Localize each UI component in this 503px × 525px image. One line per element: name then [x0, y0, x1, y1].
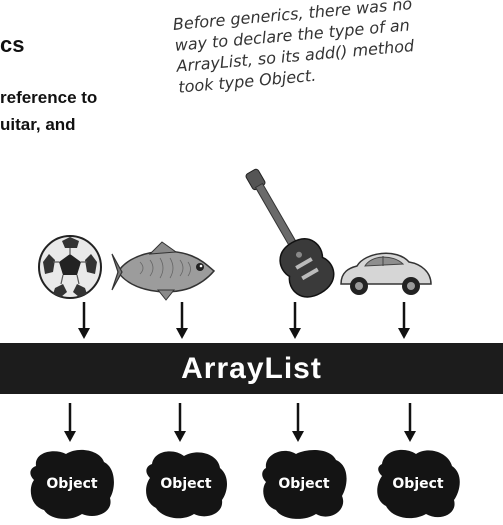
down-arrow-icon: [176, 302, 188, 339]
fish-icon: [111, 241, 216, 301]
body-text-line-1: reference to: [0, 88, 98, 107]
down-arrow-icon: [78, 302, 90, 339]
arraylist-bar: ArrayList: [0, 343, 503, 394]
object-blob-2: [146, 451, 227, 519]
down-arrow-icon: [174, 403, 186, 442]
down-arrow-icon: [404, 403, 416, 442]
down-arrow-icon: [292, 403, 304, 442]
down-arrow-icon: [64, 403, 76, 442]
handwritten-annotation: Before generics, there was no way to dec…: [172, 0, 503, 144]
soccer-ball-icon: [38, 235, 102, 299]
object-label: Object: [278, 476, 330, 492]
object-blob-3: [262, 450, 347, 519]
object-blob-1: [30, 449, 114, 519]
object-label: Object: [160, 476, 212, 492]
arraylist-label: ArrayList: [181, 351, 322, 385]
guitar-icon: [245, 168, 335, 298]
section-heading-fragment: cs: [0, 32, 25, 57]
object-blob-4: [377, 449, 460, 519]
down-arrow-icon: [289, 302, 301, 339]
car-icon: [340, 252, 432, 295]
object-label: Object: [392, 476, 444, 492]
object-label: Object: [46, 476, 98, 492]
body-text-line-2: uitar, and: [0, 115, 76, 134]
down-arrow-icon: [398, 302, 410, 339]
